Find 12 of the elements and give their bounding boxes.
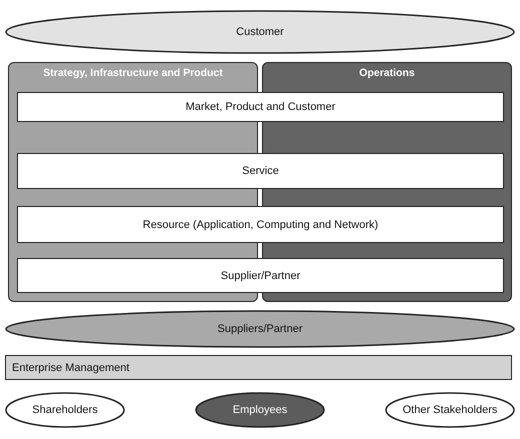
- band-label: Shareholders: [31, 404, 99, 416]
- panel-heading: Operations: [358, 67, 416, 79]
- panel-heading: Strategy, Infrastructure and Product: [42, 67, 224, 79]
- band-label: Employees: [232, 404, 288, 416]
- band-label: Other Stakeholders: [402, 404, 498, 416]
- process-layer: Supplier/Partner: [17, 258, 504, 293]
- process-layer: Service: [17, 153, 504, 189]
- process-layer: Enterprise Management: [5, 355, 512, 380]
- band-label: Suppliers/Partner: [216, 323, 304, 335]
- process-layer: Market, Product and Customer: [17, 92, 504, 122]
- process-layer: Resource (Application, Computing and Network): [17, 206, 504, 243]
- band-label: Customer: [235, 26, 285, 38]
